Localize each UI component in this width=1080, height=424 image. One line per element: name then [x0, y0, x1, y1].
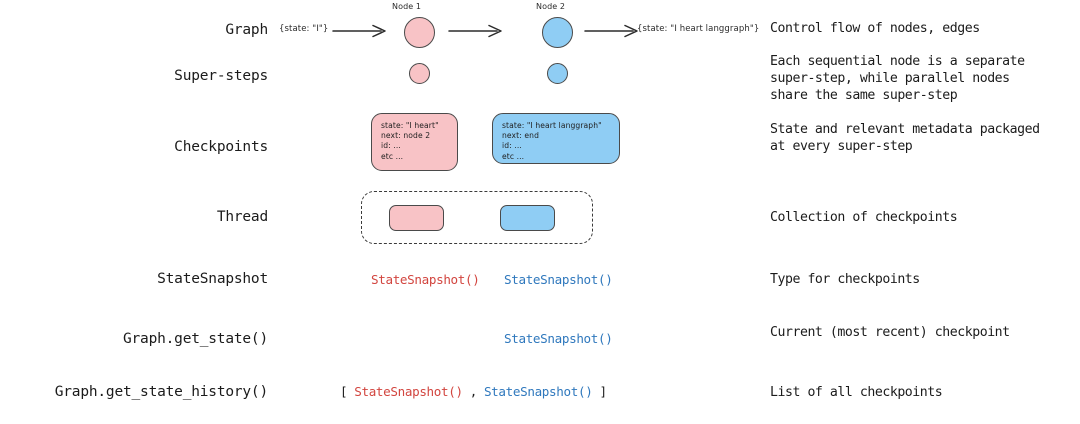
checkpoint-node-1-box: state: "I heart" next: node 2 id: ... et…: [371, 113, 458, 171]
checkpoint-node-1-line-4: etc ...: [381, 151, 404, 161]
node-2-caption: Node 2: [536, 2, 566, 11]
history-bracket-close: ]: [599, 384, 607, 399]
checkpoint-node-1-line-2: next: node 2: [381, 131, 431, 141]
input-state-annotation: {state: "I"}: [279, 24, 329, 34]
arrow-node2-to-output: [584, 23, 642, 43]
super-step-node-1-circle: [409, 63, 430, 84]
graph-node-2-circle: [542, 17, 573, 48]
thread-checkpoint-2: [500, 205, 555, 231]
arrow-node1-to-node2: [448, 23, 506, 43]
checkpoint-node-1-line-3: id: ...: [381, 141, 401, 151]
node-1-caption: Node 1: [392, 2, 422, 11]
graph-node-1-circle: [404, 17, 435, 48]
history-token-blue: StateSnapshot(): [483, 384, 593, 399]
description-get-state-history: List of all checkpoints: [770, 385, 943, 400]
row-label-thread-text: Thread: [216, 209, 268, 225]
checkpoint-node-2-box: state: "I heart langgraph" next: end id:…: [492, 113, 620, 164]
arrow-input-to-node1: [332, 23, 390, 43]
history-bracket-open: [: [340, 384, 348, 399]
statesnapshot-token-red: StateSnapshot(): [371, 272, 480, 287]
checkpoint-node-2-line-2: next: end: [502, 131, 539, 141]
thread-container: [361, 191, 593, 244]
get-state-result-token: StateSnapshot(): [504, 331, 613, 346]
description-graph: Control flow of nodes, edges: [770, 21, 980, 36]
description-get-state: Current (most recent) checkpoint: [770, 325, 1010, 340]
row-label-graph-text: Graph: [225, 22, 268, 38]
row-label-get-state-text: Graph.get_state(): [122, 331, 268, 347]
history-separator: ,: [469, 384, 478, 399]
description-thread: Collection of checkpoints: [770, 210, 958, 225]
get-state-history-result: [ StateSnapshot() , StateSnapshot() ]: [340, 384, 607, 399]
row-label-statesnapshot-text: StateSnapshot: [157, 271, 268, 287]
row-label-get-state-history-text: Graph.get_state_history(): [54, 384, 268, 400]
super-step-node-2-circle: [547, 63, 568, 84]
checkpoint-node-2-line-4: etc ...: [502, 151, 525, 161]
output-state-annotation: {state: "I heart langgraph"}: [637, 24, 760, 34]
checkpoint-node-1-line-1: state: "I heart": [381, 121, 439, 130]
row-label-super-steps-text: Super-steps: [174, 68, 268, 84]
description-checkpoints: State and relevant metadata packaged at …: [770, 122, 1040, 154]
statesnapshot-token-blue: StateSnapshot(): [504, 272, 613, 287]
description-super-steps: Each sequential node is a separate super…: [770, 54, 1025, 103]
checkpoint-node-2-line-3: id: ...: [502, 141, 522, 151]
description-statesnapshot: Type for checkpoints: [770, 272, 920, 287]
thread-checkpoint-1: [389, 205, 444, 231]
checkpoint-node-2-line-1: state: "I heart langgraph": [502, 121, 602, 130]
history-token-red: StateSnapshot(): [354, 384, 463, 399]
row-label-checkpoints-text: Checkpoints: [174, 139, 268, 155]
